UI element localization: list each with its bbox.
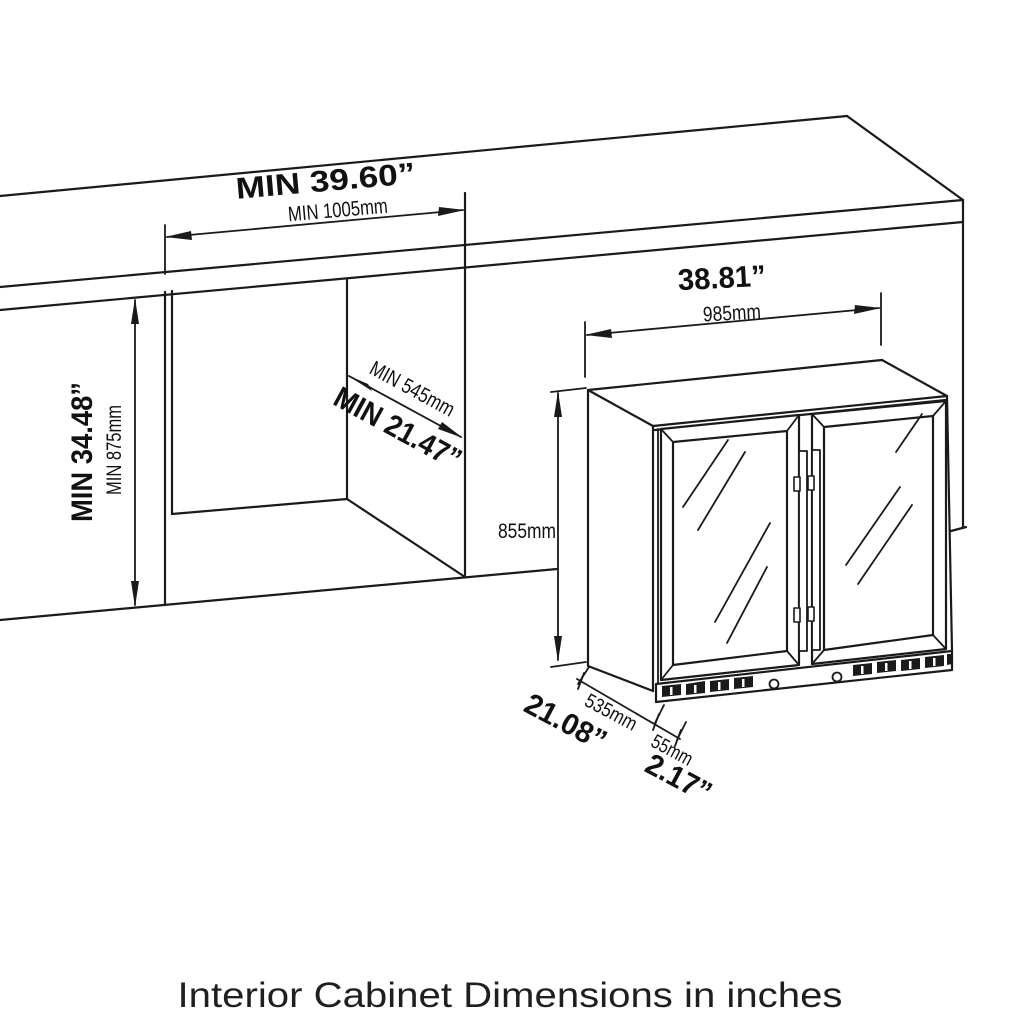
right-door-glass-reflections [845, 413, 923, 585]
label-opening-height-in: MIN 34.48” [66, 382, 99, 522]
counter-right-top-edge [845, 114, 965, 202]
fridge-bottom-grille [654, 649, 954, 704]
left-door-miters [660, 414, 800, 681]
grille-screw-hole [831, 671, 843, 683]
right-door-glass [822, 414, 935, 652]
dim-fridge-height: 855mm [498, 387, 587, 668]
dim-arrow-line [586, 307, 880, 336]
diagram-caption: Interior Cabinet Dimensions in inches [178, 976, 843, 1015]
grille-slots [662, 654, 952, 697]
dim-opening-depth: MIN 545mm MIN 21.47” [328, 357, 467, 477]
countertop-front-edge [0, 198, 965, 289]
countertop-bottom-edge [0, 220, 965, 312]
fridge-left-door[interactable] [659, 413, 801, 682]
dim-opening-height: MIN 34.48” MIN 875mm [66, 298, 139, 607]
fridge-right-body-edge [945, 394, 954, 653]
alcove-opening [163, 191, 467, 607]
handle-bracket [793, 476, 801, 492]
dim-main-line [576, 678, 681, 740]
right-door-miters [811, 400, 947, 665]
label-opening-height-mm: MIN 875mm [103, 405, 126, 495]
dim-tick [577, 672, 585, 690]
grille-screw-hole [768, 678, 780, 690]
dim-tick [652, 713, 660, 731]
alcove-floor-back-edge [170, 497, 349, 516]
fridge-unit [586, 358, 954, 704]
dim-ext-tick [550, 661, 587, 668]
left-door-handle [798, 450, 808, 652]
right-door-handle [811, 449, 821, 651]
dim-fridge-width: 38.81” 985mm [584, 260, 882, 378]
alcove-floor-right-diagonal [345, 497, 467, 579]
counter-front-bottom-edge-right [949, 525, 968, 533]
label-fridge-height-mm: 855mm [498, 520, 556, 543]
handle-bracket [793, 607, 801, 623]
counter-front-bottom-edge [0, 567, 559, 622]
left-door-glass-reflections [682, 439, 771, 644]
label-opening-width-in: MIN 39.60” [235, 157, 417, 206]
dim-ext-tick [550, 387, 587, 393]
dim-tick [674, 729, 682, 747]
handle-bracket [807, 606, 815, 622]
counter-outline [0, 114, 968, 622]
label-fridge-width-in: 38.81” [677, 260, 767, 298]
dim-opening-width: MIN 39.60” MIN 1005mm [164, 157, 465, 275]
dim-arrow-line [166, 209, 464, 238]
label-fridge-width-mm: 985mm [702, 301, 761, 327]
fridge-left-bottom-edge [586, 664, 655, 693]
fridge-handles[interactable] [793, 449, 821, 652]
fridge-right-door[interactable] [810, 399, 948, 666]
handle-bracket [807, 475, 815, 491]
left-door-glass [671, 429, 789, 667]
counter-back-top-edge [0, 114, 849, 198]
